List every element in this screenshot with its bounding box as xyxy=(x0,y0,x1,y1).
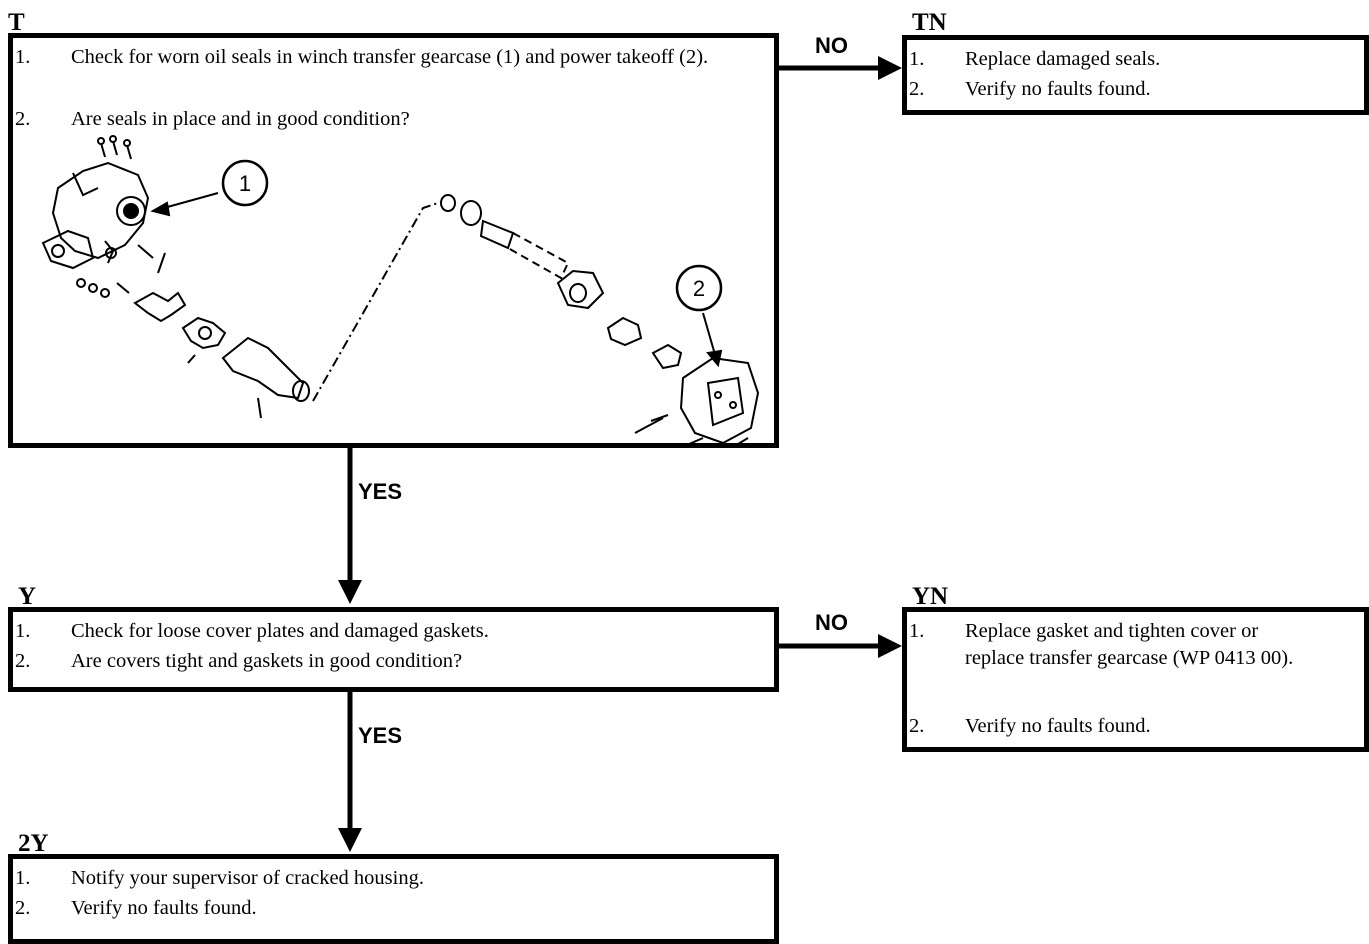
shaft-drawing xyxy=(440,194,683,370)
step-box-2y: 1. Notify your supervisor of cracked hou… xyxy=(8,854,779,944)
step-item: 2. Verify no faults found. xyxy=(909,76,1358,103)
step-item: 1. Replace damaged seals. xyxy=(909,46,1358,73)
step-text: Are seals in place and in good condition… xyxy=(71,108,410,130)
step-item: 2. Are covers tight and gaskets in good … xyxy=(15,648,768,675)
callout-2-number: 2 xyxy=(693,276,705,301)
step-number: 1. xyxy=(15,620,31,642)
step-text: Verify no faults found. xyxy=(71,897,257,919)
step-number: 1. xyxy=(909,620,925,642)
step-number: 2. xyxy=(15,108,31,130)
step-box-t: 1. Check for worn oil seals in winch tra… xyxy=(8,33,779,448)
step-number: 2. xyxy=(15,650,31,672)
step-number: 2. xyxy=(909,78,925,100)
yes-label: YES xyxy=(358,723,403,748)
arrowhead-right xyxy=(878,634,902,658)
step-text: Check for loose cover plates and damaged… xyxy=(71,620,489,642)
step-item: 2. Verify no faults found. xyxy=(15,895,768,922)
step-number: 1. xyxy=(15,867,31,889)
arrowhead-down xyxy=(338,580,362,604)
step-text: Verify no faults found. xyxy=(965,78,1151,100)
step-box-y: 1. Check for loose cover plates and dama… xyxy=(8,607,779,692)
yes-label: YES xyxy=(358,479,403,504)
step-label-t: T xyxy=(8,9,25,36)
step-label-tn: TN xyxy=(912,9,947,36)
exploded-view-illustration: 1 2 xyxy=(41,135,760,443)
step-text: Replace damaged seals. xyxy=(965,48,1161,70)
transfer-gearcase-drawing xyxy=(41,135,150,270)
step-item: 2. Verify no faults found. xyxy=(909,713,1358,740)
step-text: Are covers tight and gaskets in good con… xyxy=(71,650,463,672)
arrowhead-down xyxy=(338,828,362,852)
step-item: 1. Notify your supervisor of cracked hou… xyxy=(15,865,768,892)
step-text: Notify your supervisor of cracked housin… xyxy=(71,867,424,889)
yoke-drawing xyxy=(133,291,310,419)
callout-1-number: 1 xyxy=(239,171,251,196)
step-number: 1. xyxy=(15,46,31,68)
no-label: NO xyxy=(815,33,848,58)
step-box-tn: 1. Replace damaged seals. 2. Verify no f… xyxy=(902,35,1369,115)
step-label-y: Y xyxy=(18,583,37,610)
step-number: 2. xyxy=(909,715,925,737)
step-number: 2. xyxy=(15,897,31,919)
step-box-yn: 1. Replace gasket and tighten cover or r… xyxy=(902,607,1369,752)
callout-2: 2 xyxy=(675,264,723,312)
arrowhead-right xyxy=(878,56,902,80)
step-item: 1. Replace gasket and tighten cover or r… xyxy=(909,618,1358,699)
step-item: 1. Check for loose cover plates and dama… xyxy=(15,618,768,645)
step-number: 1. xyxy=(909,48,925,70)
step-text: Check for worn oil seals in winch transf… xyxy=(71,46,709,68)
step-label-2y: 2Y xyxy=(18,830,49,857)
step-label-yn: YN xyxy=(912,583,949,610)
power-takeoff-drawing xyxy=(634,356,760,443)
step-text: Replace gasket and tighten cover or repl… xyxy=(965,620,1294,669)
step-item: 1. Check for worn oil seals in winch tra… xyxy=(15,44,768,98)
step-text: Verify no faults found. xyxy=(965,715,1151,737)
step-item: 2. Are seals in place and in good condit… xyxy=(15,106,768,133)
callout-1: 1 xyxy=(221,159,269,207)
no-label: NO xyxy=(815,610,848,635)
